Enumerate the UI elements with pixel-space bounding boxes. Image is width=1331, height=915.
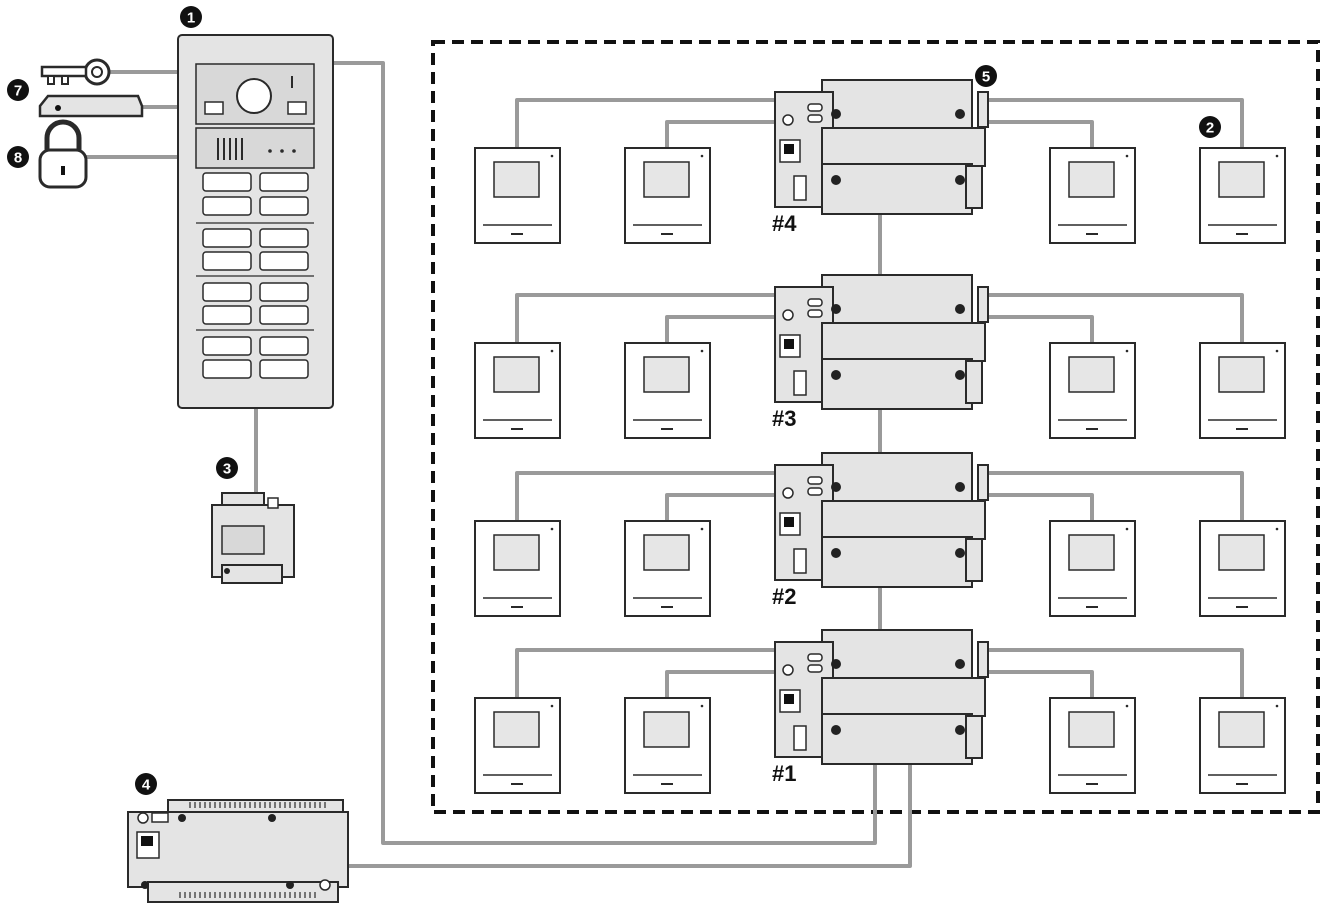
name-button xyxy=(259,196,309,216)
wire xyxy=(985,471,1244,521)
monitor xyxy=(1199,342,1286,439)
monitor xyxy=(1199,520,1286,617)
monitor xyxy=(474,342,561,439)
wire xyxy=(985,293,1244,343)
svg-text:4: 4 xyxy=(142,777,151,794)
badge-controller: 4 xyxy=(135,773,157,795)
badge-monitor: 2 xyxy=(1199,116,1221,138)
name-button xyxy=(202,251,252,271)
name-button xyxy=(202,359,252,379)
distributor xyxy=(774,79,989,215)
wire xyxy=(515,98,775,148)
monitor xyxy=(1049,342,1136,439)
monitor xyxy=(624,697,711,794)
svg-text:5: 5 xyxy=(982,69,990,86)
monitor xyxy=(474,697,561,794)
name-button xyxy=(259,251,309,271)
door-station xyxy=(177,34,334,409)
svg-text:3: 3 xyxy=(223,461,231,478)
floor-label: #1 xyxy=(772,761,796,786)
wire xyxy=(665,670,775,698)
wire xyxy=(333,61,877,845)
wire xyxy=(985,648,1244,698)
monitor xyxy=(1049,697,1136,794)
badge-card-reader: 8 xyxy=(7,146,29,168)
svg-text:1: 1 xyxy=(187,10,195,27)
wire xyxy=(515,471,775,521)
wire xyxy=(665,315,775,343)
name-button xyxy=(259,336,309,356)
wire xyxy=(665,120,775,148)
card-reader-icon xyxy=(38,94,144,118)
speaker-grille-icon xyxy=(217,138,243,160)
wire xyxy=(985,120,1094,148)
distributor xyxy=(774,452,989,588)
wiring xyxy=(86,61,1244,868)
wire xyxy=(515,648,775,698)
monitor xyxy=(1049,147,1136,244)
distributor xyxy=(774,274,989,410)
name-button xyxy=(202,228,252,248)
name-button xyxy=(259,305,309,325)
monitor xyxy=(474,147,561,244)
name-button xyxy=(202,305,252,325)
distributor xyxy=(774,629,989,765)
wire xyxy=(985,98,1244,148)
controller xyxy=(127,799,349,903)
name-buttons xyxy=(196,172,314,379)
name-button xyxy=(202,336,252,356)
wire xyxy=(665,493,775,521)
badge-door-station: 1 xyxy=(180,6,202,28)
svg-text:8: 8 xyxy=(14,150,22,167)
name-button xyxy=(259,172,309,192)
floor-labels: #4 #3 #2 #1 xyxy=(772,211,797,786)
wire xyxy=(985,315,1094,343)
floors xyxy=(474,79,1286,794)
monitor xyxy=(1199,147,1286,244)
name-button xyxy=(202,196,252,216)
monitor xyxy=(1049,520,1136,617)
floor-label: #4 xyxy=(772,211,797,236)
badge-power-supply: 3 xyxy=(216,457,238,479)
name-button xyxy=(259,228,309,248)
monitor xyxy=(624,520,711,617)
floor-label: #3 xyxy=(772,406,796,431)
camera-icon xyxy=(236,78,272,114)
monitor xyxy=(624,342,711,439)
badge-distributor: 5 xyxy=(975,65,997,87)
svg-text:7: 7 xyxy=(14,83,22,100)
key-icon xyxy=(40,58,111,86)
wire xyxy=(515,293,775,343)
name-button xyxy=(202,172,252,192)
callout-badges: 1 2 3 4 5 7 8 xyxy=(7,6,1221,795)
svg-text:2: 2 xyxy=(1206,120,1214,137)
wire xyxy=(985,493,1094,521)
power-supply xyxy=(211,492,295,584)
monitor xyxy=(624,147,711,244)
badge-key-reader: 7 xyxy=(7,79,29,101)
name-button xyxy=(259,282,309,302)
name-button xyxy=(259,359,309,379)
monitor xyxy=(1199,697,1286,794)
padlock-icon xyxy=(38,119,88,189)
monitor xyxy=(474,520,561,617)
wire xyxy=(343,765,912,868)
floor-label: #2 xyxy=(772,584,796,609)
wire xyxy=(985,670,1094,698)
name-button xyxy=(202,282,252,302)
